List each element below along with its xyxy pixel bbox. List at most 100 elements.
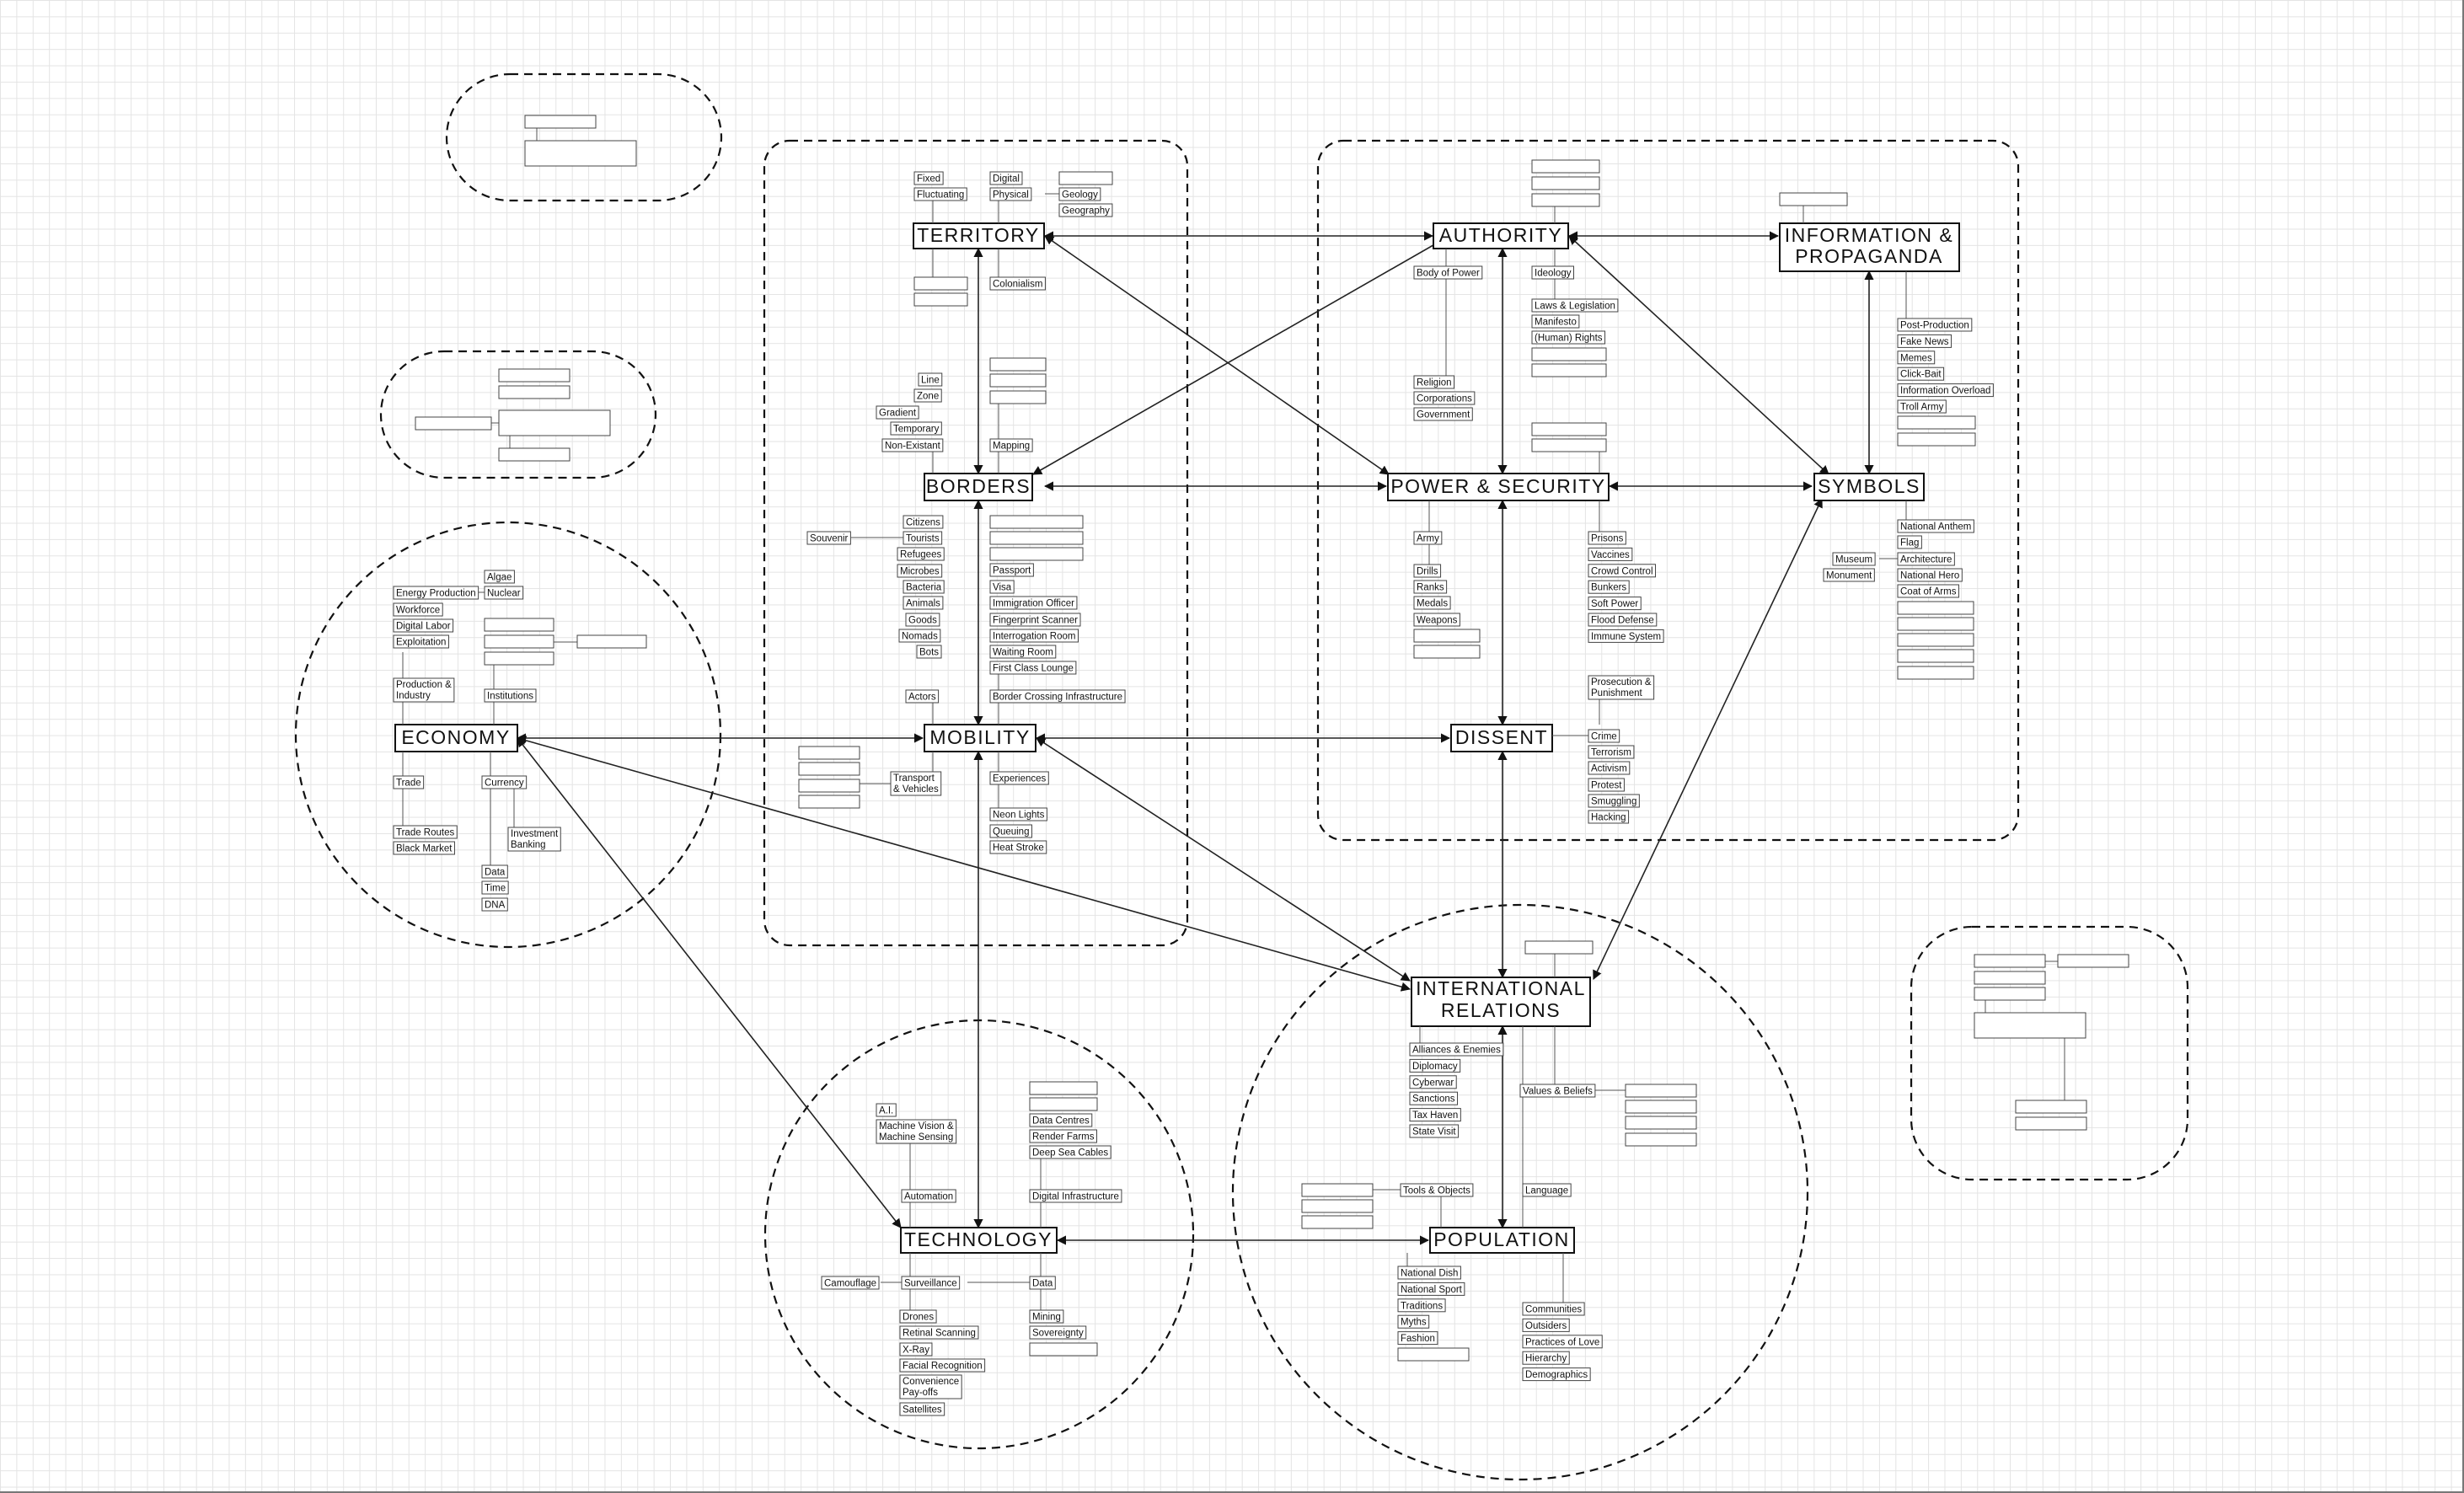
label-workforce[interactable]: Workforce xyxy=(393,602,443,617)
label-bunkers[interactable]: Bunkers xyxy=(1588,580,1630,594)
label-exploitation[interactable]: Exploitation xyxy=(393,634,449,649)
label-government[interactable]: Government xyxy=(1413,407,1473,421)
label-mining[interactable]: Mining xyxy=(1029,1309,1064,1324)
label-black-market[interactable]: Black Market xyxy=(393,841,455,855)
label-data[interactable]: Data xyxy=(1029,1276,1056,1290)
label-trade-routes[interactable]: Trade Routes xyxy=(393,825,458,839)
label-automation[interactable]: Automation xyxy=(901,1189,956,1203)
label-religion[interactable]: Religion xyxy=(1413,375,1455,389)
node-population[interactable]: POPULATION xyxy=(1429,1227,1575,1254)
label-weapons[interactable]: Weapons xyxy=(1413,613,1460,627)
label-algae[interactable]: Algae xyxy=(484,570,515,584)
label-ranks[interactable]: Ranks xyxy=(1413,580,1448,594)
label-energy-production[interactable]: Energy Production xyxy=(393,586,479,600)
label-immigration-officer[interactable]: Immigration Officer xyxy=(989,596,1078,610)
label-digital[interactable]: Digital xyxy=(989,171,1023,185)
label-x-ray[interactable]: X-Ray xyxy=(899,1342,933,1357)
label-non-existant[interactable]: Non-Existant xyxy=(881,438,944,452)
label-architecture[interactable]: Architecture xyxy=(1897,552,1955,566)
node-authority[interactable]: AUTHORITY xyxy=(1433,222,1569,249)
node-borders[interactable]: BORDERS xyxy=(924,473,1033,501)
label-trade[interactable]: Trade xyxy=(393,775,425,789)
label-microbes[interactable]: Microbes xyxy=(897,564,943,578)
label-souvenir[interactable]: Souvenir xyxy=(806,531,851,545)
label-language[interactable]: Language xyxy=(1522,1183,1572,1197)
label-values-beliefs[interactable]: Values & Beliefs xyxy=(1519,1084,1596,1098)
label-soft-power[interactable]: Soft Power xyxy=(1588,597,1642,611)
label-practices-of-love[interactable]: Practices of Love xyxy=(1522,1335,1603,1349)
label-monument[interactable]: Monument xyxy=(1823,568,1875,582)
label-alliances-enemies[interactable]: Alliances & Enemies xyxy=(1409,1042,1504,1057)
label-laws-legislation[interactable]: Laws & Legislation xyxy=(1531,298,1619,313)
label-prisons[interactable]: Prisons xyxy=(1588,531,1626,545)
label-smuggling[interactable]: Smuggling xyxy=(1588,794,1640,808)
label-geology[interactable]: Geology xyxy=(1058,187,1101,201)
label-time[interactable]: Time xyxy=(481,880,509,895)
label-prosecution-punishment[interactable]: Prosecution &Punishment xyxy=(1588,675,1655,700)
label-physical[interactable]: Physical xyxy=(989,187,1032,201)
label-ideology[interactable]: Ideology xyxy=(1531,265,1574,280)
label-body-of-power[interactable]: Body of Power xyxy=(1413,265,1483,280)
label-immune-system[interactable]: Immune System xyxy=(1588,629,1664,643)
node-information-propaganda[interactable]: INFORMATION & PROPAGANDA xyxy=(1779,222,1960,272)
label-terrorism[interactable]: Terrorism xyxy=(1588,745,1635,759)
label-surveillance[interactable]: Surveillance xyxy=(901,1276,961,1290)
label-national-hero[interactable]: National Hero xyxy=(1897,568,1963,582)
node-power-security[interactable]: POWER & SECURITY xyxy=(1387,473,1610,501)
label-fake-news[interactable]: Fake News xyxy=(1897,334,1952,348)
label-communities[interactable]: Communities xyxy=(1522,1302,1585,1316)
label-visa[interactable]: Visa xyxy=(989,580,1015,594)
label-national-anthem[interactable]: National Anthem xyxy=(1897,519,1974,533)
label-zone[interactable]: Zone xyxy=(913,388,942,403)
label-hacking[interactable]: Hacking xyxy=(1588,810,1630,824)
label-digital-infrastructure[interactable]: Digital Infrastructure xyxy=(1029,1189,1122,1203)
label-drones[interactable]: Drones xyxy=(899,1309,937,1324)
label-a-i[interactable]: A.I. xyxy=(876,1103,897,1117)
label-vaccines[interactable]: Vaccines xyxy=(1588,547,1633,561)
label-refugees[interactable]: Refugees xyxy=(897,547,945,561)
label-gradient[interactable]: Gradient xyxy=(876,405,919,420)
label-actors[interactable]: Actors xyxy=(905,689,940,704)
label-tourists[interactable]: Tourists xyxy=(903,531,943,545)
label-interrogation-room[interactable]: Interrogation Room xyxy=(989,629,1079,643)
label-deep-sea-cables[interactable]: Deep Sea Cables xyxy=(1029,1145,1111,1159)
node-economy[interactable]: ECONOMY xyxy=(394,724,518,752)
label-crime[interactable]: Crime xyxy=(1588,729,1620,743)
label-nomads[interactable]: Nomads xyxy=(898,629,941,643)
label-corporations[interactable]: Corporations xyxy=(1413,391,1476,405)
label-fashion[interactable]: Fashion xyxy=(1397,1331,1438,1346)
label-satellites[interactable]: Satellites xyxy=(899,1402,945,1416)
label-flood-defense[interactable]: Flood Defense xyxy=(1588,613,1658,627)
label-human-rights[interactable]: (Human) Rights xyxy=(1531,330,1606,345)
label-passport[interactable]: Passport xyxy=(989,563,1034,577)
label-geography[interactable]: Geography xyxy=(1058,203,1113,217)
label-digital-labor[interactable]: Digital Labor xyxy=(393,618,454,633)
label-data-centres[interactable]: Data Centres xyxy=(1029,1113,1093,1127)
label-first-class-lounge[interactable]: First Class Lounge xyxy=(989,661,1077,675)
label-transport-vehicles[interactable]: Transport& Vehicles xyxy=(890,771,942,796)
label-queuing[interactable]: Queuing xyxy=(989,824,1032,838)
label-diplomacy[interactable]: Diplomacy xyxy=(1409,1058,1461,1073)
node-mobility[interactable]: MOBILITY xyxy=(924,724,1036,752)
label-hierarchy[interactable]: Hierarchy xyxy=(1522,1351,1570,1365)
label-crowd-control[interactable]: Crowd Control xyxy=(1588,564,1656,578)
label-click-bait[interactable]: Click-Bait xyxy=(1897,367,1945,381)
label-fluctuating[interactable]: Fluctuating xyxy=(913,187,967,201)
label-experiences[interactable]: Experiences xyxy=(989,771,1049,785)
label-neon-lights[interactable]: Neon Lights xyxy=(989,807,1047,821)
label-information-overload[interactable]: Information Overload xyxy=(1897,383,1994,398)
label-museum[interactable]: Museum xyxy=(1832,552,1876,566)
label-institutions[interactable]: Institutions xyxy=(484,688,537,703)
label-citizens[interactable]: Citizens xyxy=(903,515,944,529)
label-coat-of-arms[interactable]: Coat of Arms xyxy=(1897,584,1959,598)
label-drills[interactable]: Drills xyxy=(1413,564,1442,578)
label-nuclear[interactable]: Nuclear xyxy=(484,586,524,600)
label-myths[interactable]: Myths xyxy=(1397,1314,1430,1329)
label-dna[interactable]: DNA xyxy=(481,897,508,912)
label-sanctions[interactable]: Sanctions xyxy=(1409,1091,1459,1105)
label-bacteria[interactable]: Bacteria xyxy=(903,580,945,594)
label-waiting-room[interactable]: Waiting Room xyxy=(989,645,1057,659)
label-colonialism[interactable]: Colonialism xyxy=(989,276,1046,291)
